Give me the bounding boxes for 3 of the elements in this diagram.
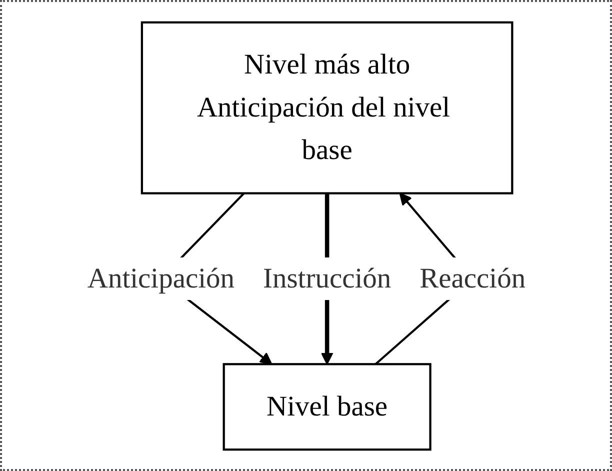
flow-diagram: Anticipación Instrucción Reacción Nivel más alto Anticipación del nivel base Nivel base bbox=[76, 10, 536, 460]
node-box bbox=[222, 362, 431, 450]
node-box bbox=[140, 20, 513, 194]
